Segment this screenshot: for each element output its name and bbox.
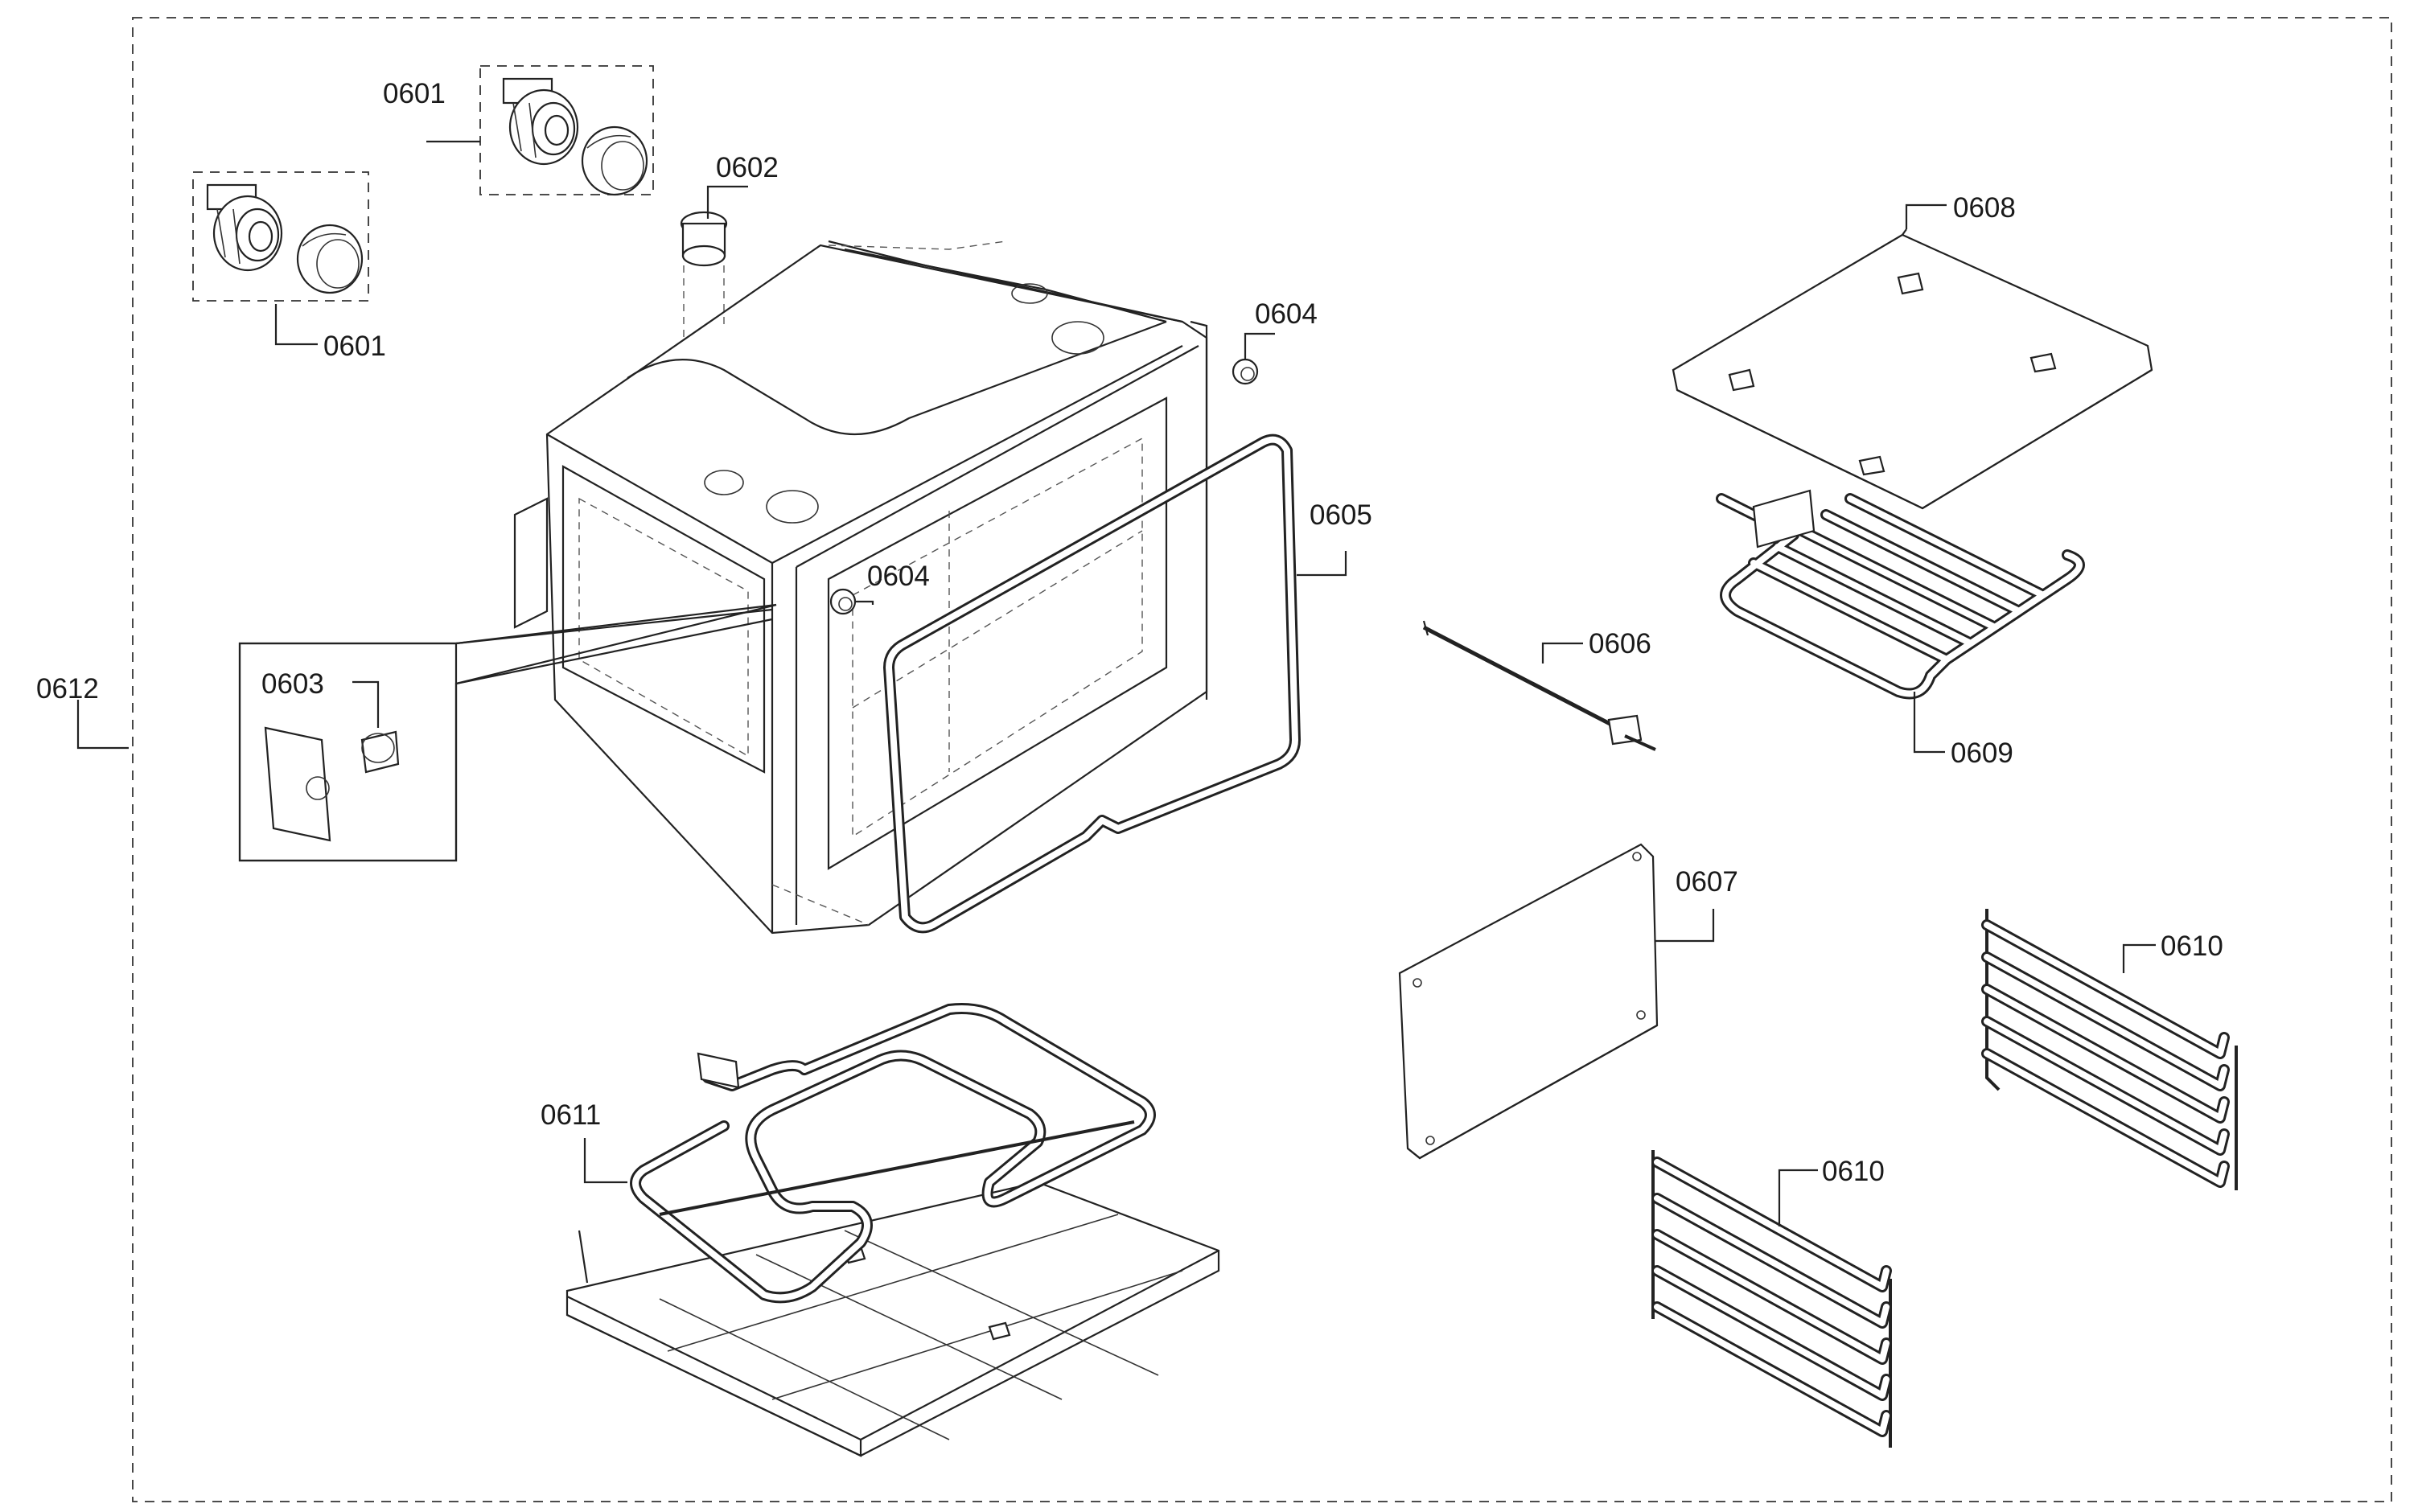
- side-rack-left: [1651, 1150, 1892, 1448]
- leader-0608: [1905, 203, 1947, 229]
- lamp-assembly-left: [192, 171, 369, 302]
- door-gasket: [883, 433, 1301, 934]
- nut-upper: [1232, 358, 1259, 385]
- callout-0601-top: 0601: [383, 78, 446, 109]
- vent-pipe: [680, 211, 728, 338]
- callout-0606: 0606: [1589, 628, 1651, 659]
- callout-0610-left: 0610: [1822, 1156, 1885, 1187]
- callout-0604-upper: 0604: [1255, 298, 1318, 330]
- callout-0602: 0602: [716, 152, 779, 183]
- callout-0603: 0603: [261, 668, 324, 700]
- callout-0604-lower: 0604: [867, 561, 930, 592]
- leader-0603: [352, 680, 380, 728]
- leader-0610-left: [1778, 1169, 1818, 1226]
- leader-0611: [583, 1138, 627, 1184]
- rear-panel: [1398, 843, 1659, 1160]
- top-heating-element: [1716, 489, 2085, 700]
- leader-0609: [1913, 692, 1945, 754]
- callout-0608: 0608: [1953, 192, 2016, 224]
- detail-inset: [238, 603, 777, 862]
- lamp-assembly-top: [479, 65, 654, 196]
- callout-0610-right: 0610: [2161, 931, 2223, 962]
- bottom-element-and-floor: [565, 1003, 1220, 1457]
- assembly-boundary: [132, 17, 2392, 1502]
- callout-0611: 0611: [541, 1099, 601, 1131]
- leader-0610-right: [2122, 943, 2156, 973]
- leader-0612: [76, 700, 129, 750]
- callout-0609: 0609: [1951, 738, 2013, 769]
- leader-0606: [1541, 642, 1583, 664]
- leader-0605: [1297, 551, 1347, 577]
- temperature-sensor: [1422, 620, 1656, 751]
- top-cover-plate: [1672, 228, 2153, 510]
- callout-0605: 0605: [1310, 499, 1372, 531]
- leader-0601-left: [274, 304, 318, 346]
- callout-0612: 0612: [36, 673, 99, 705]
- side-rack-right: [1981, 909, 2238, 1190]
- oven-cavity: [513, 240, 1208, 935]
- leader-0602: [706, 185, 748, 219]
- callout-0601-left: 0601: [323, 331, 386, 362]
- nut-lower: [829, 588, 857, 615]
- leader-0604-upper: [1244, 332, 1275, 359]
- leader-0604-lower: [856, 600, 874, 605]
- callout-0607: 0607: [1676, 866, 1738, 898]
- leader-0607: [1655, 909, 1715, 943]
